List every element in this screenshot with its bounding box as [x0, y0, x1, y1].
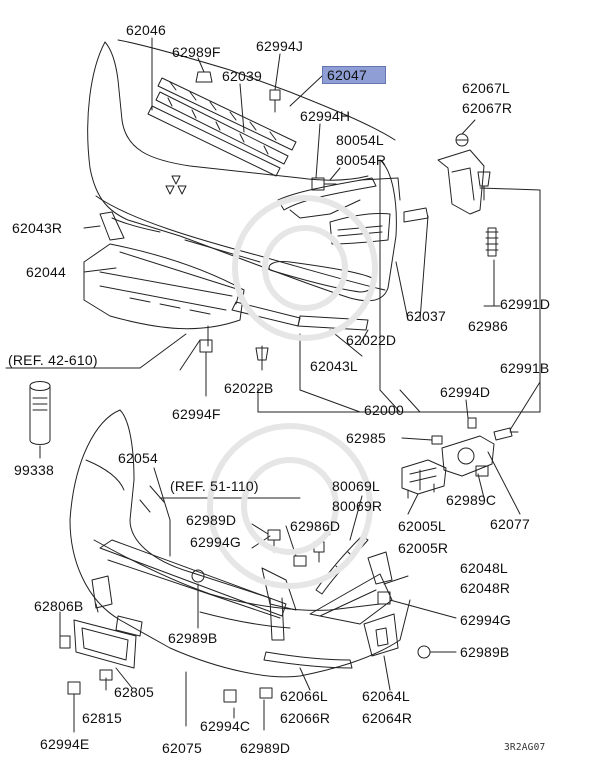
under-cover-62044 — [83, 243, 245, 330]
nut-62989f — [195, 71, 213, 83]
bumper-side-bracket — [437, 133, 485, 215]
nut-62989d — [293, 555, 307, 567]
label-62067r[interactable]: 62067R — [462, 100, 513, 116]
trim-62066 — [263, 651, 353, 669]
nut-62989b-right — [417, 645, 431, 659]
label-62046[interactable]: 62046 — [126, 22, 166, 38]
label-62048l[interactable]: 62048L — [460, 560, 508, 576]
label-ref-42-610[interactable]: (REF. 42-610) — [8, 352, 98, 368]
touch-up-paint-99338 — [29, 381, 51, 459]
label-ref-51-110[interactable]: (REF. 51-110) — [170, 478, 259, 494]
nut-62989b-left — [191, 569, 205, 583]
nut-62989d-bottom — [259, 687, 273, 699]
rear-bumper-cover — [69, 409, 411, 678]
label-62991d[interactable]: 62991D — [500, 296, 551, 312]
screw-62994g-right — [377, 591, 391, 605]
clip-62985 — [431, 435, 443, 445]
label-62805[interactable]: 62805 — [114, 684, 154, 700]
screw-62994f — [199, 339, 213, 397]
label-62067l[interactable]: 62067L — [462, 80, 510, 96]
label-62989f[interactable]: 62989F — [172, 44, 221, 60]
diagram-code: 3R2AG07 — [504, 742, 546, 753]
label-62989b-left[interactable]: 62989B — [168, 630, 218, 646]
label-62075[interactable]: 62075 — [162, 740, 202, 756]
label-62994g-left[interactable]: 62994G — [190, 534, 242, 550]
label-62043l[interactable]: 62043L — [310, 358, 358, 374]
label-62054[interactable]: 62054 — [118, 450, 158, 466]
label-62994d[interactable]: 62994D — [440, 384, 491, 400]
label-62022b[interactable]: 62022B — [224, 380, 274, 396]
screw-62994e — [67, 681, 81, 707]
label-80054l[interactable]: 80054L — [336, 132, 384, 148]
label-62994c[interactable]: 62994C — [200, 718, 251, 734]
label-62005l[interactable]: 62005L — [398, 518, 446, 534]
leader-lines-lower — [59, 381, 541, 733]
label-62985[interactable]: 62985 — [346, 430, 386, 446]
clip-62986 — [485, 227, 499, 257]
label-80069l[interactable]: 80069L — [332, 478, 380, 494]
label-62066l[interactable]: 62066L — [280, 688, 328, 704]
label-62994g-right[interactable]: 62994G — [460, 612, 512, 628]
watermark — [207, 195, 378, 589]
rivet-62022b — [255, 347, 269, 369]
clip-62991d — [477, 171, 491, 201]
label-80054r[interactable]: 80054R — [336, 152, 387, 168]
latch-62077 — [441, 417, 519, 477]
side-bracket-62048 — [367, 551, 393, 585]
label-62991b[interactable]: 62991B — [500, 360, 550, 376]
label-62986d[interactable]: 62986D — [290, 518, 341, 534]
label-62989d[interactable]: 62989D — [186, 512, 237, 528]
label-62989b-right[interactable]: 62989B — [460, 644, 510, 660]
rear-bracket-62005 — [401, 459, 447, 499]
label-62994j[interactable]: 62994J — [256, 38, 304, 54]
bracket-62064 — [363, 613, 399, 657]
bumper-retainer-strip — [147, 77, 297, 177]
label-80069r[interactable]: 80069R — [332, 498, 383, 514]
label-62989d-bottom[interactable]: 62989D — [240, 740, 291, 756]
rivet-62815 — [99, 669, 113, 681]
label-62037[interactable]: 62037 — [406, 308, 446, 324]
headlamp-trim-80054 — [277, 177, 377, 211]
label-62043r[interactable]: 62043R — [12, 220, 63, 236]
nut-62989c — [475, 465, 489, 477]
label-62815[interactable]: 62815 — [82, 710, 122, 726]
label-62022d[interactable]: 62022D — [346, 332, 397, 348]
leader-lines-upper — [83, 37, 541, 413]
label-62806b[interactable]: 62806B — [34, 598, 84, 614]
label-62064r[interactable]: 62064R — [362, 710, 413, 726]
label-62077[interactable]: 62077 — [490, 516, 530, 532]
screw-62994j — [269, 89, 281, 113]
label-62994e[interactable]: 62994E — [40, 736, 90, 752]
screw-62994h — [311, 177, 337, 191]
label-62066r[interactable]: 62066R — [280, 710, 331, 726]
label-62986[interactable]: 62986 — [468, 318, 508, 334]
label-62048r[interactable]: 62048R — [460, 580, 511, 596]
label-62000[interactable]: 62000 — [364, 402, 404, 418]
label-62994f[interactable]: 62994F — [172, 406, 221, 422]
label-62047-highlighted[interactable]: 62047 — [322, 66, 386, 84]
label-62005r[interactable]: 62005R — [398, 540, 449, 556]
label-62064l[interactable]: 62064L — [362, 688, 410, 704]
label-62989c[interactable]: 62989C — [446, 492, 497, 508]
label-62994h[interactable]: 62994H — [300, 108, 351, 124]
label-99338[interactable]: 99338 — [14, 462, 54, 478]
label-62039[interactable]: 62039 — [222, 68, 262, 84]
screw-62994c — [223, 689, 237, 703]
license-bracket-62805 — [73, 615, 143, 669]
label-62044[interactable]: 62044 — [26, 264, 66, 280]
